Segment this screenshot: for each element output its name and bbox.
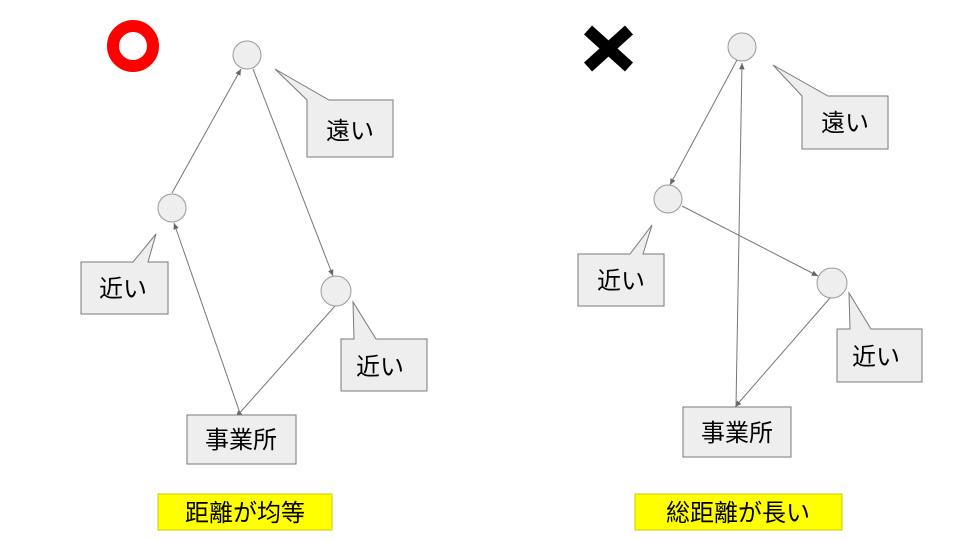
office-box: 事業所	[186, 414, 297, 465]
node-middle-right	[816, 267, 848, 299]
caption-label: 総距離が長い	[666, 499, 810, 527]
office-label: 事業所	[701, 419, 773, 447]
node-middle-left	[157, 193, 187, 223]
node-middle-left	[653, 184, 683, 214]
callout-middle-right: 近い	[836, 291, 923, 383]
edge-right-near-to-office	[734, 297, 831, 408]
callout-middle-right-label: 近い	[356, 353, 404, 381]
caption-label: 距離が均等	[185, 499, 305, 527]
caption: 距離が均等	[157, 493, 333, 531]
callout-middle-left-label: 近い	[597, 267, 645, 295]
office-label: 事業所	[205, 426, 277, 454]
circle-mark-icon	[107, 20, 159, 72]
cross-mark-icon	[583, 25, 634, 72]
node-top	[727, 32, 757, 62]
node-top	[232, 40, 262, 70]
callout-middle-left-label: 近い	[99, 275, 147, 303]
node-middle-right	[320, 275, 352, 307]
callout-top-label: 遠い	[326, 117, 374, 145]
office-box: 事業所	[682, 406, 792, 458]
callout-top: 遠い	[274, 68, 394, 158]
callout-middle-right-label: 近い	[852, 343, 900, 371]
edge-left-near-to-right-near	[681, 205, 819, 277]
edge-top-to-left-near	[669, 59, 738, 186]
right-panel: 遠い 近い 近い 事業所 総距離が長い	[577, 25, 923, 531]
left-panel: 遠い 近い 近い 事業所 距離が均等	[80, 20, 428, 531]
caption: 総距離が長い	[634, 493, 843, 531]
callout-middle-left: 近い	[577, 224, 665, 307]
callout-middle-left: 近い	[80, 233, 169, 315]
edge-left-near-to-top	[171, 68, 242, 194]
callout-top-label: 遠い	[821, 109, 869, 137]
edge-office-to-top	[735, 62, 745, 407]
edge-office-to-left-near	[173, 222, 242, 417]
edge-right-near-to-office	[235, 305, 336, 418]
callout-middle-right: 近い	[340, 300, 428, 392]
edge-top-to-right-near	[252, 68, 334, 277]
callout-top: 遠い	[772, 64, 889, 150]
